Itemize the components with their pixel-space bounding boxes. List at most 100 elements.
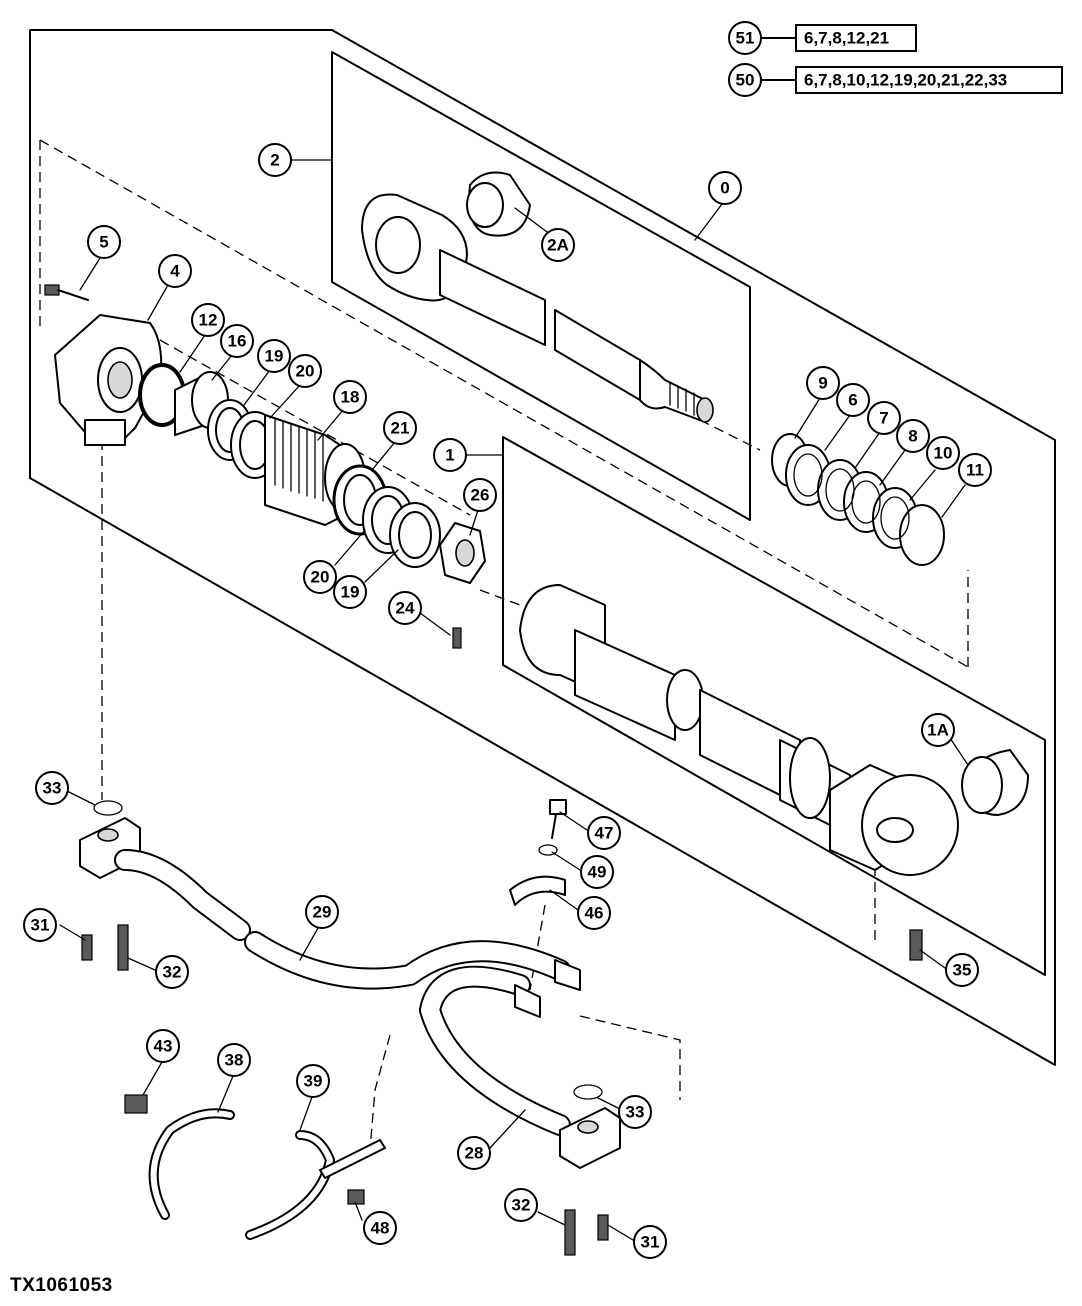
callout-label: 7	[879, 409, 888, 428]
hose-29[interactable]	[114, 849, 571, 990]
callout-0[interactable]: 0	[708, 171, 742, 205]
rod-bushing-2a[interactable]	[466, 171, 531, 237]
callout-2[interactable]: 2	[258, 143, 292, 177]
nut-26[interactable]	[439, 522, 486, 584]
callout-47[interactable]: 47	[587, 816, 621, 850]
callout-label: 2	[270, 151, 279, 170]
head-bolt[interactable]	[44, 284, 89, 301]
callout-39[interactable]: 39	[296, 1064, 330, 1098]
hose-fitting[interactable]	[514, 959, 581, 1018]
callout-32-top[interactable]: 32	[155, 955, 189, 989]
callout-label: 9	[818, 374, 827, 393]
callout-label: 51	[736, 29, 755, 48]
callout-8[interactable]: 8	[896, 419, 930, 453]
flange-block-bottom[interactable]	[559, 1107, 621, 1169]
callout-label: 18	[341, 388, 360, 407]
callout-label: 19	[341, 583, 360, 602]
callout-49[interactable]: 49	[580, 855, 614, 889]
callout-label: 29	[313, 903, 332, 922]
callout-6[interactable]: 6	[836, 383, 870, 417]
clamp-38[interactable]	[148, 1108, 235, 1220]
center-line	[159, 339, 471, 516]
set-screw-24[interactable]	[452, 627, 462, 649]
callout-21[interactable]: 21	[383, 411, 417, 445]
rod-seal-stack[interactable]	[771, 433, 945, 566]
callout-29[interactable]: 29	[305, 895, 339, 929]
callout-label: 20	[311, 568, 330, 587]
callout-48[interactable]: 48	[363, 1211, 397, 1245]
grease-fitting-35[interactable]	[909, 929, 923, 961]
bolt-47[interactable]	[549, 799, 567, 839]
bolt-43[interactable]	[124, 1094, 148, 1114]
cylinder-barrel[interactable]	[519, 584, 959, 876]
callout-50[interactable]: 50	[728, 63, 762, 97]
callout-label: 1	[445, 446, 454, 465]
callout-1a[interactable]: 1A	[921, 713, 955, 747]
callout-label: 35	[953, 961, 972, 980]
callout-20-upper[interactable]: 20	[288, 354, 322, 388]
callout-19-upper[interactable]: 19	[257, 339, 291, 373]
flange-33-top	[93, 800, 123, 816]
clamp-39[interactable]	[245, 1130, 386, 1240]
bolt-31-top[interactable]	[81, 934, 93, 961]
callout-35[interactable]: 35	[945, 953, 979, 987]
callout-20-lower[interactable]: 20	[303, 560, 337, 594]
callout-16[interactable]: 16	[220, 324, 254, 358]
cylinder-assembly-frame	[29, 29, 1056, 1066]
callout-label: 38	[225, 1051, 244, 1070]
callout-label: 12	[199, 311, 218, 330]
callout-43[interactable]: 43	[146, 1029, 180, 1063]
figure-id: TX1061053	[10, 1275, 113, 1296]
callout-24[interactable]: 24	[388, 591, 422, 625]
center-line	[529, 904, 546, 991]
flange-33-bottom	[573, 1084, 603, 1100]
callout-9[interactable]: 9	[806, 366, 840, 400]
hose-28[interactable]	[419, 965, 571, 1136]
callout-19-lower[interactable]: 19	[333, 575, 367, 609]
center-line	[579, 1015, 681, 1100]
cylinder-head[interactable]	[54, 314, 163, 446]
callout-32-bottom[interactable]: 32	[504, 1188, 538, 1222]
callout-label: 0	[720, 179, 729, 198]
callout-label: 33	[43, 779, 62, 798]
callout-label: 11	[966, 461, 984, 480]
bolt-32-bottom[interactable]	[564, 1209, 576, 1256]
nut-48[interactable]	[347, 1189, 365, 1205]
bolt-31-bottom[interactable]	[597, 1214, 609, 1241]
callout-5[interactable]: 5	[87, 225, 121, 259]
callout-7[interactable]: 7	[867, 401, 901, 435]
callout-31-top[interactable]: 31	[23, 908, 57, 942]
callout-51[interactable]: 51	[728, 21, 762, 55]
callout-33-bottom[interactable]: 33	[618, 1095, 652, 1129]
callout-10[interactable]: 10	[926, 436, 960, 470]
washer-49[interactable]	[538, 844, 558, 856]
callout-12[interactable]: 12	[191, 303, 225, 337]
callout-33-top[interactable]: 33	[35, 771, 69, 805]
barrel-bushing-1a[interactable]	[961, 749, 1029, 816]
callout-label: 43	[154, 1037, 173, 1056]
callout-31-bottom[interactable]: 31	[633, 1225, 667, 1259]
callout-18[interactable]: 18	[333, 380, 367, 414]
callout-label: 32	[512, 1196, 531, 1215]
callout-28[interactable]: 28	[457, 1136, 491, 1170]
callout-label: 21	[391, 419, 410, 438]
piston-rod[interactable]	[361, 193, 714, 423]
callout-label: 47	[595, 824, 614, 843]
bolt-32-top[interactable]	[117, 924, 129, 971]
callout-46[interactable]: 46	[577, 896, 611, 930]
callout-4[interactable]: 4	[158, 254, 192, 288]
callout-1[interactable]: 1	[433, 438, 467, 472]
kit-row-50: 50 6,7,8,10,12,19,20,21,22,33	[728, 63, 1063, 97]
callout-label: 4	[170, 262, 180, 281]
seal-19-right[interactable]	[389, 502, 441, 568]
clamp-46[interactable]	[509, 875, 566, 906]
callout-label: 28	[465, 1144, 484, 1163]
callout-11[interactable]: 11	[958, 453, 992, 487]
callout-2a[interactable]: 2A	[541, 228, 575, 262]
callout-38[interactable]: 38	[217, 1043, 251, 1077]
callout-label: 19	[265, 347, 284, 366]
callout-label: 46	[585, 904, 604, 923]
callout-label: 48	[371, 1219, 390, 1238]
callout-label: 32	[163, 963, 182, 982]
callout-26[interactable]: 26	[463, 478, 497, 512]
